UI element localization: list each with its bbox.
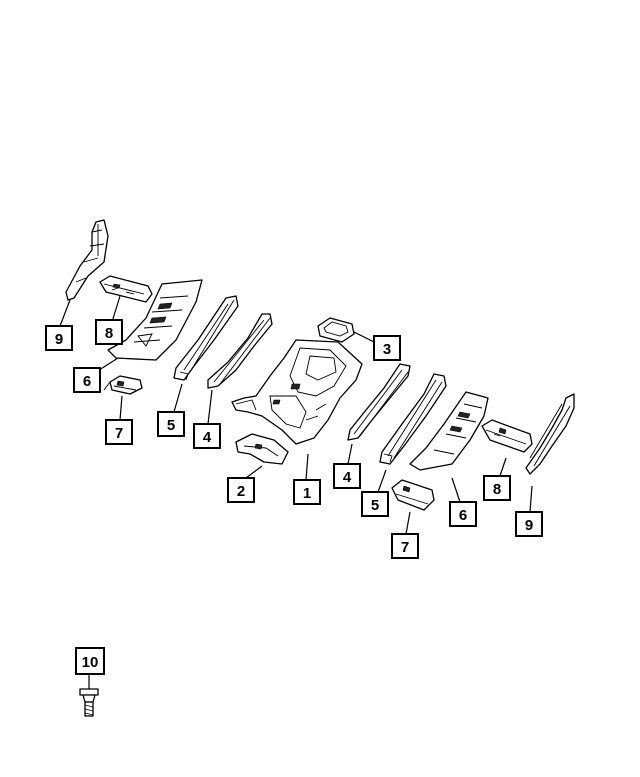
callout-label: 1 [303, 485, 311, 502]
part-8-left-bracket [99, 275, 153, 303]
part-9-right-rail [525, 393, 575, 475]
part-1-center-floor-pan [231, 339, 363, 445]
callout-label: 9 [525, 517, 533, 534]
callout-label: 7 [115, 425, 123, 442]
callout-7-left: 7 [105, 419, 133, 445]
part-3-cover-plate [317, 317, 355, 343]
callout-label: 4 [343, 469, 352, 486]
part-4-left-cross-member [207, 313, 273, 389]
part-10-bolt [79, 688, 99, 717]
callout-4-left: 4 [193, 423, 221, 449]
callout-label: 2 [237, 483, 245, 500]
callout-label: 9 [55, 331, 63, 348]
callout-8-right: 8 [483, 475, 511, 501]
part-9-left-rail [65, 219, 109, 301]
part-7-left-small-bracket [103, 375, 143, 395]
callout-10: 10 [75, 647, 105, 675]
callout-label: 5 [167, 417, 175, 434]
callout-label: 3 [383, 341, 391, 358]
callout-label: 6 [83, 373, 91, 390]
callout-label: 7 [401, 539, 409, 556]
callout-4-right: 4 [333, 463, 361, 489]
callout-label: 10 [82, 654, 99, 671]
callout-label: 8 [493, 481, 501, 498]
callout-label: 4 [203, 429, 212, 446]
part-2-front-bracket [235, 433, 289, 465]
part-6-left-floor-pan [107, 279, 203, 361]
callout-3: 3 [373, 335, 401, 361]
callout-8-left: 8 [95, 319, 123, 345]
callout-label: 8 [105, 325, 113, 342]
callout-5-right: 5 [361, 491, 389, 517]
callout-6-left: 6 [73, 367, 101, 393]
part-5-right-cross-member [379, 373, 447, 465]
callout-label: 5 [371, 497, 379, 514]
callout-7-right: 7 [391, 533, 419, 559]
callout-1: 1 [293, 479, 321, 505]
part-8-right-bracket [481, 419, 533, 453]
callout-2: 2 [227, 477, 255, 503]
part-6-right-floor-pan [409, 391, 489, 471]
part-4-right-cross-member [347, 363, 411, 441]
callout-9-left: 9 [45, 325, 73, 351]
part-7-right-small-bracket [391, 479, 435, 511]
callout-label: 6 [459, 507, 467, 524]
callout-6-right: 6 [449, 501, 477, 527]
callout-5-left: 5 [157, 411, 185, 437]
callout-9-right: 9 [515, 511, 543, 537]
part-5-left-cross-member [173, 295, 239, 381]
leader-lines [59, 295, 533, 689]
